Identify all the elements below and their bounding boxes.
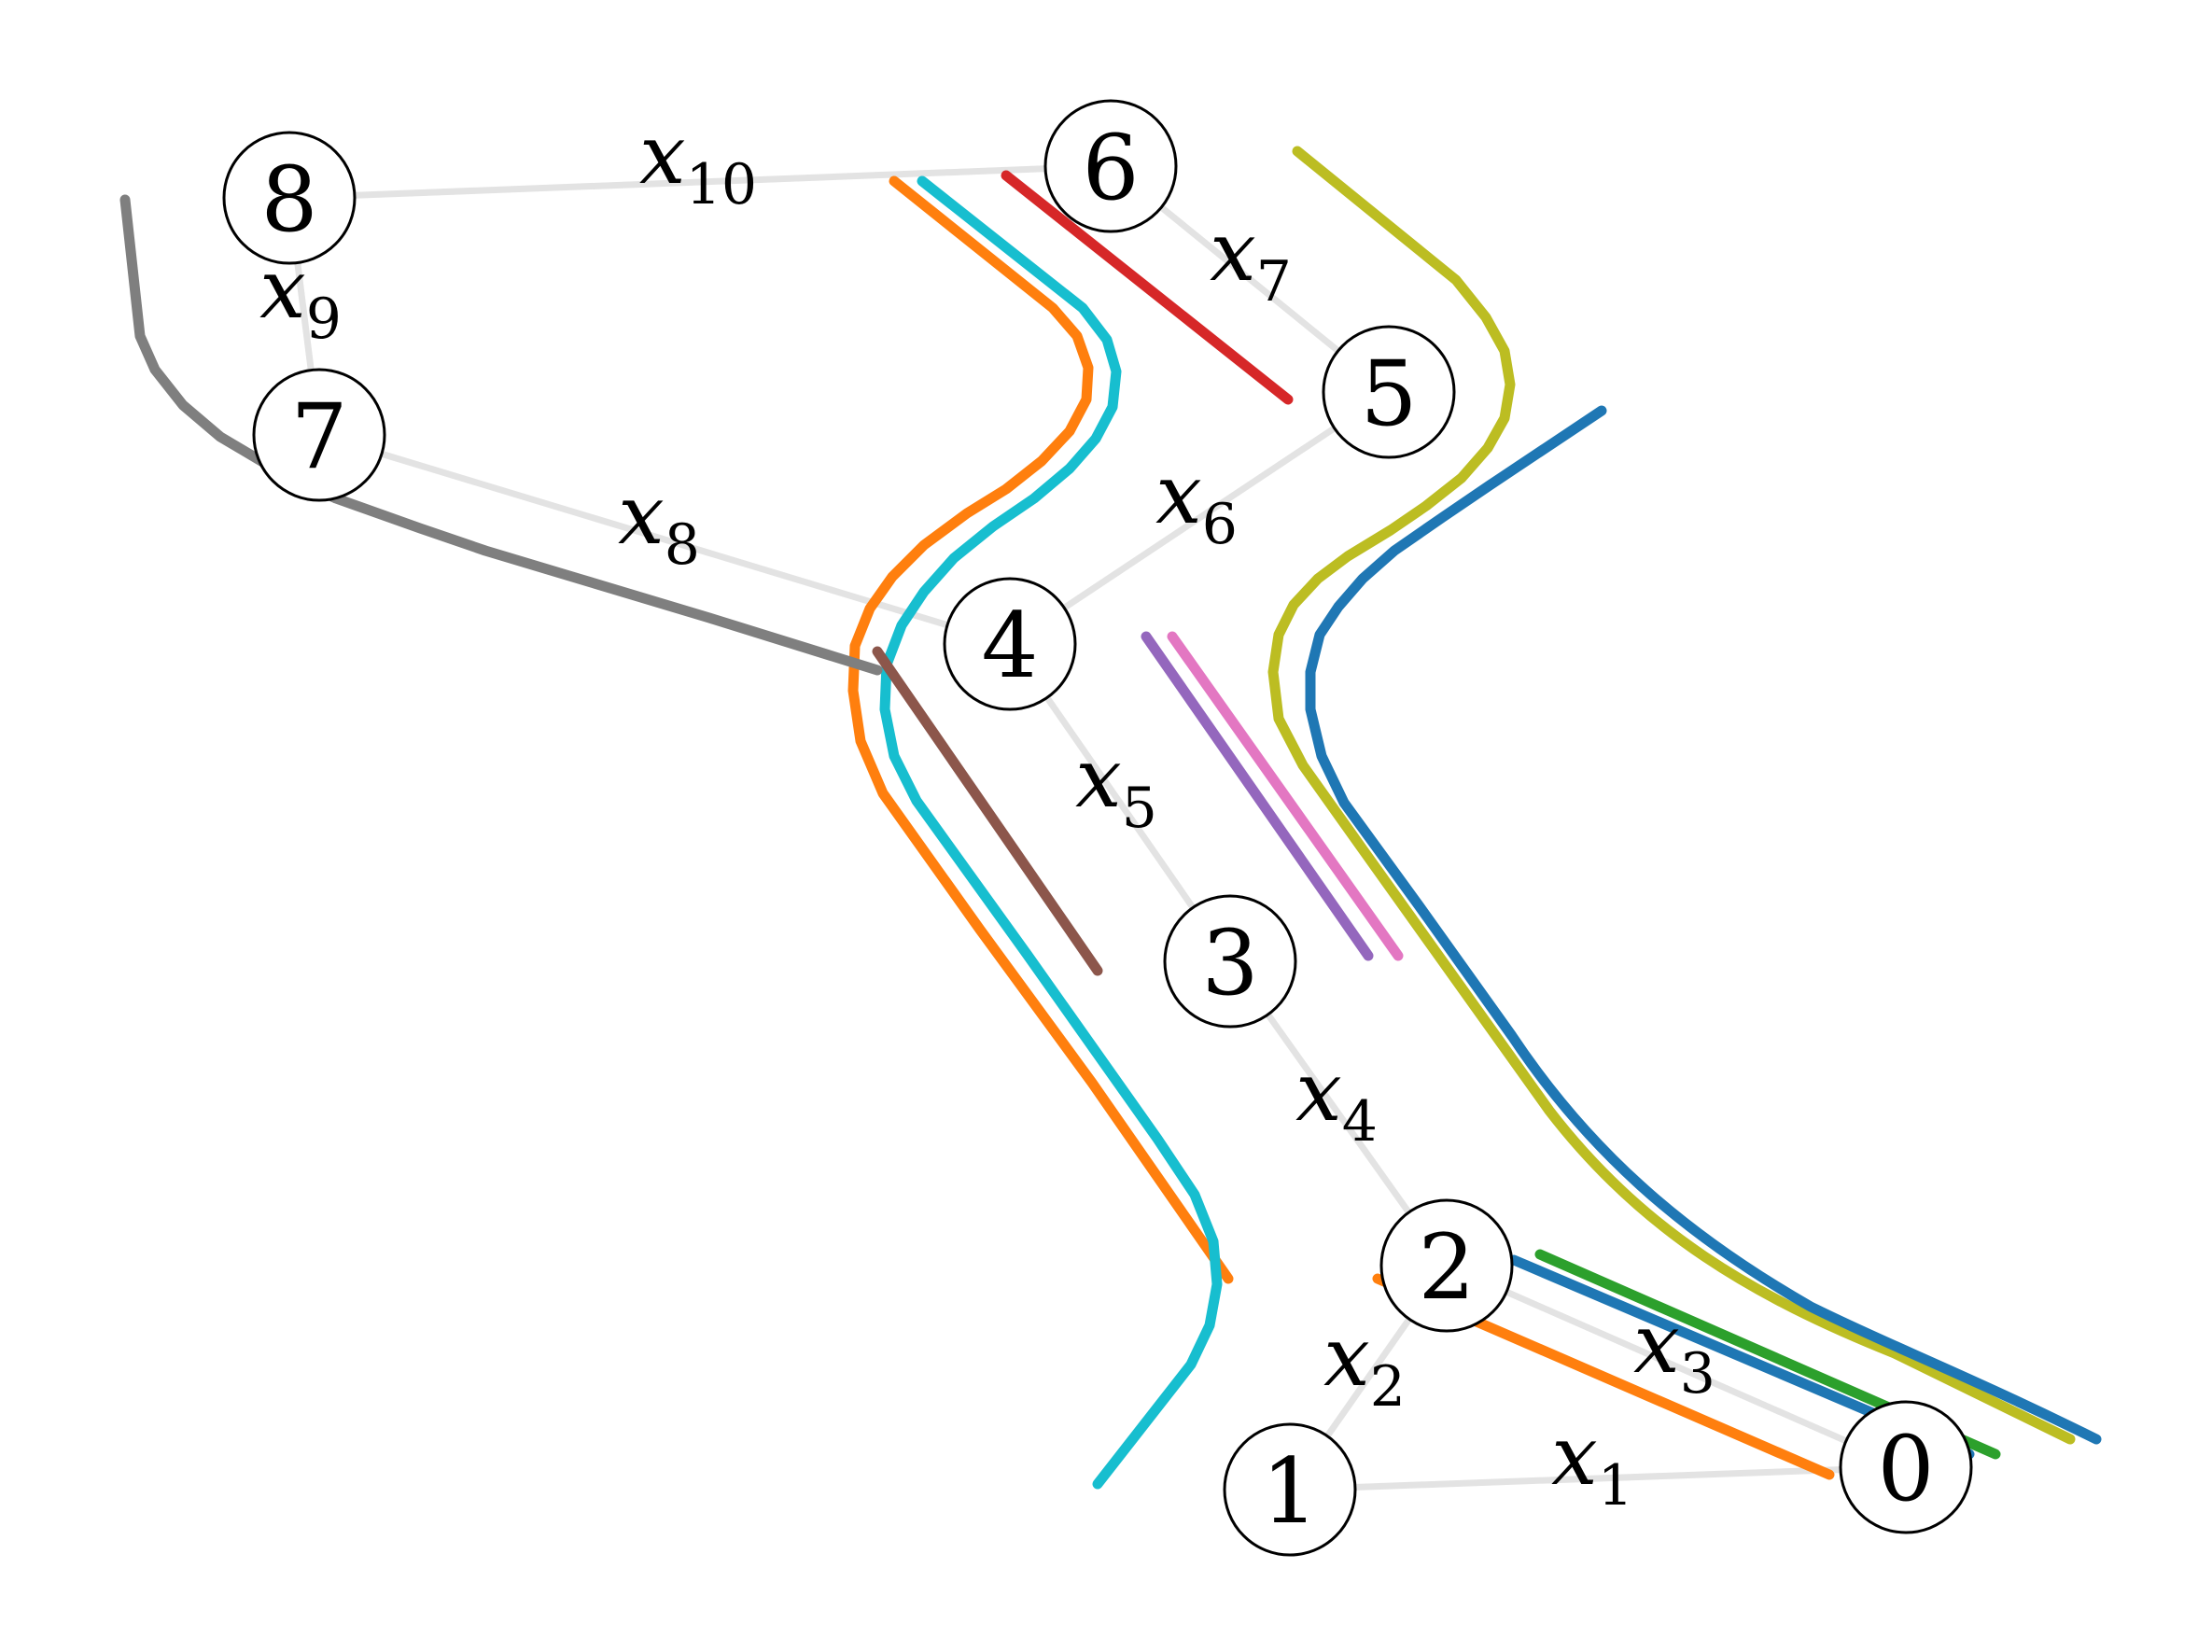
cyan-curve bbox=[879, 175, 1223, 1490]
edge-label-x5: x5 bbox=[1075, 730, 1157, 841]
edge-x3 bbox=[1445, 1262, 1908, 1471]
orange-curve-long bbox=[847, 175, 1234, 1284]
node-circle bbox=[1223, 1422, 1357, 1557]
edge-variable: x bbox=[1633, 1295, 1680, 1392]
edge-label-text: x7 bbox=[1210, 203, 1292, 315]
node-circle bbox=[1163, 894, 1297, 1029]
edge-subscript: 9 bbox=[306, 287, 342, 352]
edge-label-x4: x4 bbox=[1295, 1043, 1378, 1155]
edges-layer bbox=[286, 162, 1908, 1493]
node-label: 6 bbox=[1082, 116, 1139, 220]
edge-variable: x bbox=[1155, 446, 1202, 542]
purple-curve bbox=[1141, 631, 1374, 961]
gray-curve bbox=[119, 194, 883, 676]
node-6: 6 bbox=[1043, 99, 1178, 233]
edge-subscript: 3 bbox=[1680, 1341, 1715, 1407]
edge-variable: x bbox=[1551, 1407, 1598, 1504]
edge-variable: x bbox=[1075, 730, 1122, 826]
red-curve bbox=[1001, 170, 1294, 405]
edge-x10 bbox=[288, 162, 1112, 202]
node-8: 8 bbox=[222, 131, 357, 265]
node-circle bbox=[1839, 1400, 1973, 1534]
node-label: 8 bbox=[260, 147, 317, 252]
edge-label-x6: x6 bbox=[1155, 446, 1238, 557]
olive-curve bbox=[1267, 146, 2076, 1445]
edge-x8 bbox=[317, 431, 1012, 648]
edge-label-x3: x3 bbox=[1633, 1295, 1715, 1407]
node-4: 4 bbox=[943, 577, 1077, 711]
brown-curve bbox=[872, 646, 1103, 976]
node-circle bbox=[252, 368, 386, 502]
edge-label-text: x4 bbox=[1295, 1043, 1378, 1155]
node-circle bbox=[222, 131, 357, 265]
edge-subscript: 4 bbox=[1342, 1089, 1378, 1155]
node-label: 7 bbox=[290, 385, 347, 489]
node-7: 7 bbox=[252, 368, 386, 502]
edge-label-text: x3 bbox=[1633, 1295, 1715, 1407]
edge-label-x8: x8 bbox=[618, 467, 700, 578]
node-circle bbox=[1043, 99, 1178, 233]
edge-subscript: 8 bbox=[665, 512, 700, 578]
node-2: 2 bbox=[1379, 1198, 1514, 1333]
edge-label-text: x5 bbox=[1075, 730, 1157, 841]
pink-curve bbox=[1167, 631, 1404, 961]
edge-subscript: 2 bbox=[1370, 1354, 1406, 1420]
edge-label-x7: x7 bbox=[1210, 203, 1292, 315]
node-circle bbox=[1379, 1198, 1514, 1333]
edge-label-text: x10 bbox=[639, 106, 757, 217]
edge-x1 bbox=[1289, 1463, 1907, 1493]
edge-label-text: x2 bbox=[1323, 1309, 1406, 1420]
edge-variable: x bbox=[618, 467, 665, 563]
node-circle bbox=[943, 577, 1077, 711]
node-0: 0 bbox=[1839, 1400, 1973, 1534]
edge-subscript: 10 bbox=[686, 152, 757, 217]
edge-label-text: x1 bbox=[1551, 1407, 1633, 1519]
edge-variable: x bbox=[1210, 203, 1256, 300]
edge-label-x2: x2 bbox=[1323, 1309, 1406, 1420]
node-circle bbox=[1322, 325, 1456, 459]
edge-label-text: x6 bbox=[1155, 446, 1238, 557]
node-3: 3 bbox=[1163, 894, 1297, 1029]
edge-label-x10: x10 bbox=[639, 106, 757, 217]
edge-subscript: 7 bbox=[1256, 249, 1292, 315]
node-label: 5 bbox=[1360, 342, 1417, 446]
edge-label-x1: x1 bbox=[1551, 1407, 1633, 1519]
edge-variable: x bbox=[639, 106, 686, 203]
node-label: 1 bbox=[1261, 1439, 1318, 1544]
edge-variable: x bbox=[1295, 1043, 1342, 1140]
edge-variable: x bbox=[1323, 1309, 1370, 1405]
node-1: 1 bbox=[1223, 1422, 1357, 1557]
node-label: 0 bbox=[1877, 1417, 1934, 1521]
edge-subscript: 6 bbox=[1202, 492, 1238, 557]
node-label: 4 bbox=[981, 594, 1038, 698]
node-5: 5 bbox=[1322, 325, 1456, 459]
edge-subscript: 1 bbox=[1598, 1453, 1633, 1519]
node-label: 2 bbox=[1418, 1215, 1475, 1320]
edge-label-text: x8 bbox=[618, 467, 700, 578]
edge-x6 bbox=[1008, 389, 1391, 647]
node-label: 3 bbox=[1201, 911, 1258, 1015]
blue-curve-long bbox=[1305, 405, 2102, 1445]
edge-subscript: 5 bbox=[1122, 776, 1157, 841]
